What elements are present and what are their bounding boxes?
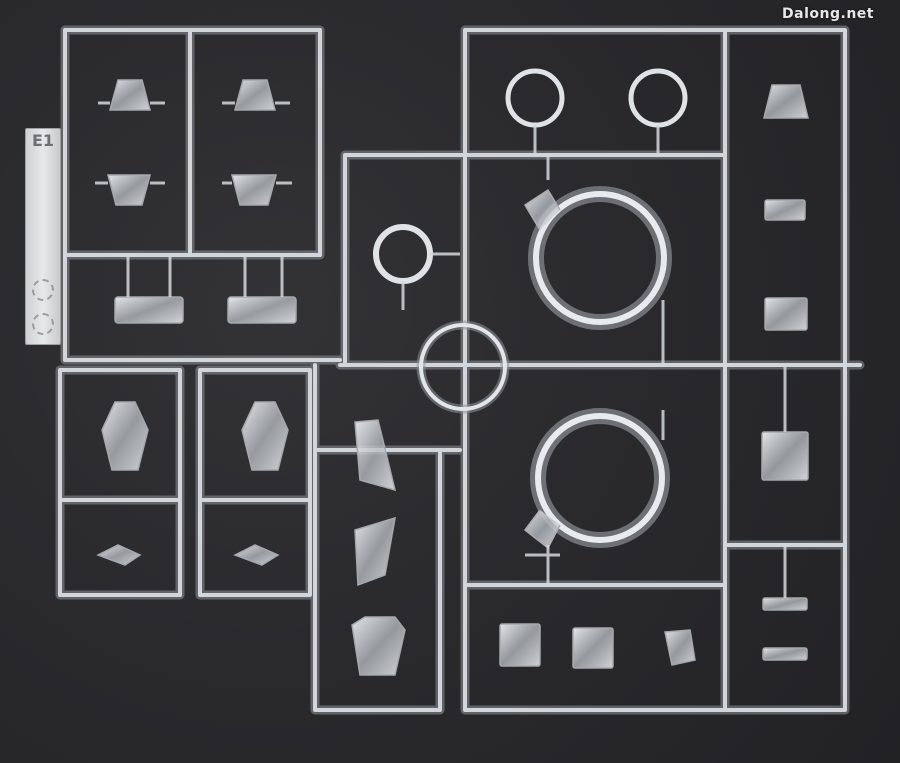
gear-emblem-icon (32, 279, 54, 301)
runner-tag: E1 (25, 128, 61, 345)
large-ring-part (523, 186, 672, 330)
large-ring-part (523, 408, 670, 550)
gear-emblem-icon (32, 313, 54, 335)
central-hub-ring (416, 320, 510, 414)
watermark: Dalong.net (782, 6, 874, 22)
sprue-gates (95, 101, 787, 598)
runner-frame (58, 28, 862, 712)
runner-tag-code: E1 (31, 131, 55, 150)
clear-part (96, 79, 809, 676)
